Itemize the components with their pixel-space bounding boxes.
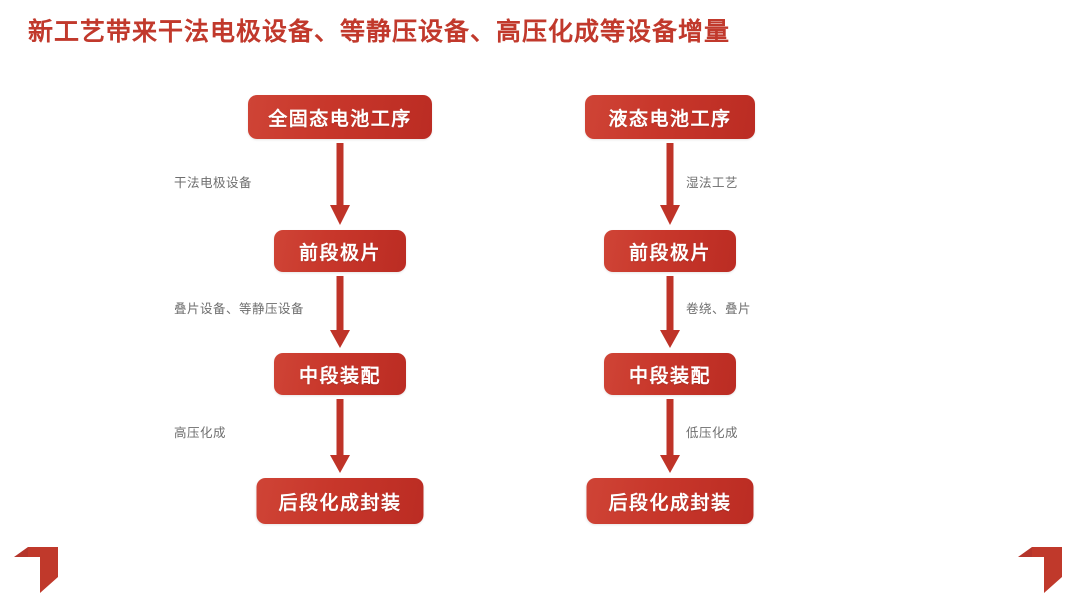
flow-arrow-down-icon: [657, 399, 683, 475]
flag-mark-icon: [1018, 543, 1066, 593]
flow-edge-label: 高压化成: [174, 425, 227, 440]
flow-node-header[interactable]: 全固态电池工序: [248, 95, 432, 139]
flow-column-liquid: 液态电池工序 湿法工艺 前段极片 卷绕、叠片 中段装配 低压化成 后段化成封装: [490, 95, 850, 545]
flow-node-mid-stage[interactable]: 中段装配: [604, 353, 736, 395]
flow-edge-label: 干法电极设备: [174, 175, 253, 190]
flow-arrow-down-icon: [657, 143, 683, 227]
flow-node-back-stage[interactable]: 后段化成封装: [256, 478, 424, 524]
flow-node-mid-stage[interactable]: 中段装配: [274, 353, 406, 395]
flow-edge-label: 湿法工艺: [686, 175, 739, 190]
flow-arrow-down-icon: [327, 276, 353, 350]
flow-column-all-solid-state: 全固态电池工序 干法电极设备 前段极片 叠片设备、等静压设备 中段装配 高压化成…: [160, 95, 520, 545]
flow-arrow-down-icon: [657, 276, 683, 350]
flow-node-front-stage[interactable]: 前段极片: [274, 230, 406, 272]
flow-edge-label: 低压化成: [686, 425, 739, 440]
flow-node-back-stage[interactable]: 后段化成封装: [586, 478, 754, 524]
flow-arrow-down-icon: [327, 143, 353, 227]
page-title: 新工艺带来干法电极设备、等静压设备、高压化成等设备增量: [28, 17, 731, 46]
flow-arrow-down-icon: [327, 399, 353, 475]
flow-node-front-stage[interactable]: 前段极片: [604, 230, 736, 272]
flow-node-header[interactable]: 液态电池工序: [585, 95, 755, 139]
flow-edge-label: 卷绕、叠片: [686, 301, 752, 316]
flow-edge-label: 叠片设备、等静压设备: [174, 301, 305, 316]
flag-mark-icon: [14, 543, 62, 593]
process-flow-diagram: 全固态电池工序 干法电极设备 前段极片 叠片设备、等静压设备 中段装配 高压化成…: [0, 95, 1080, 545]
